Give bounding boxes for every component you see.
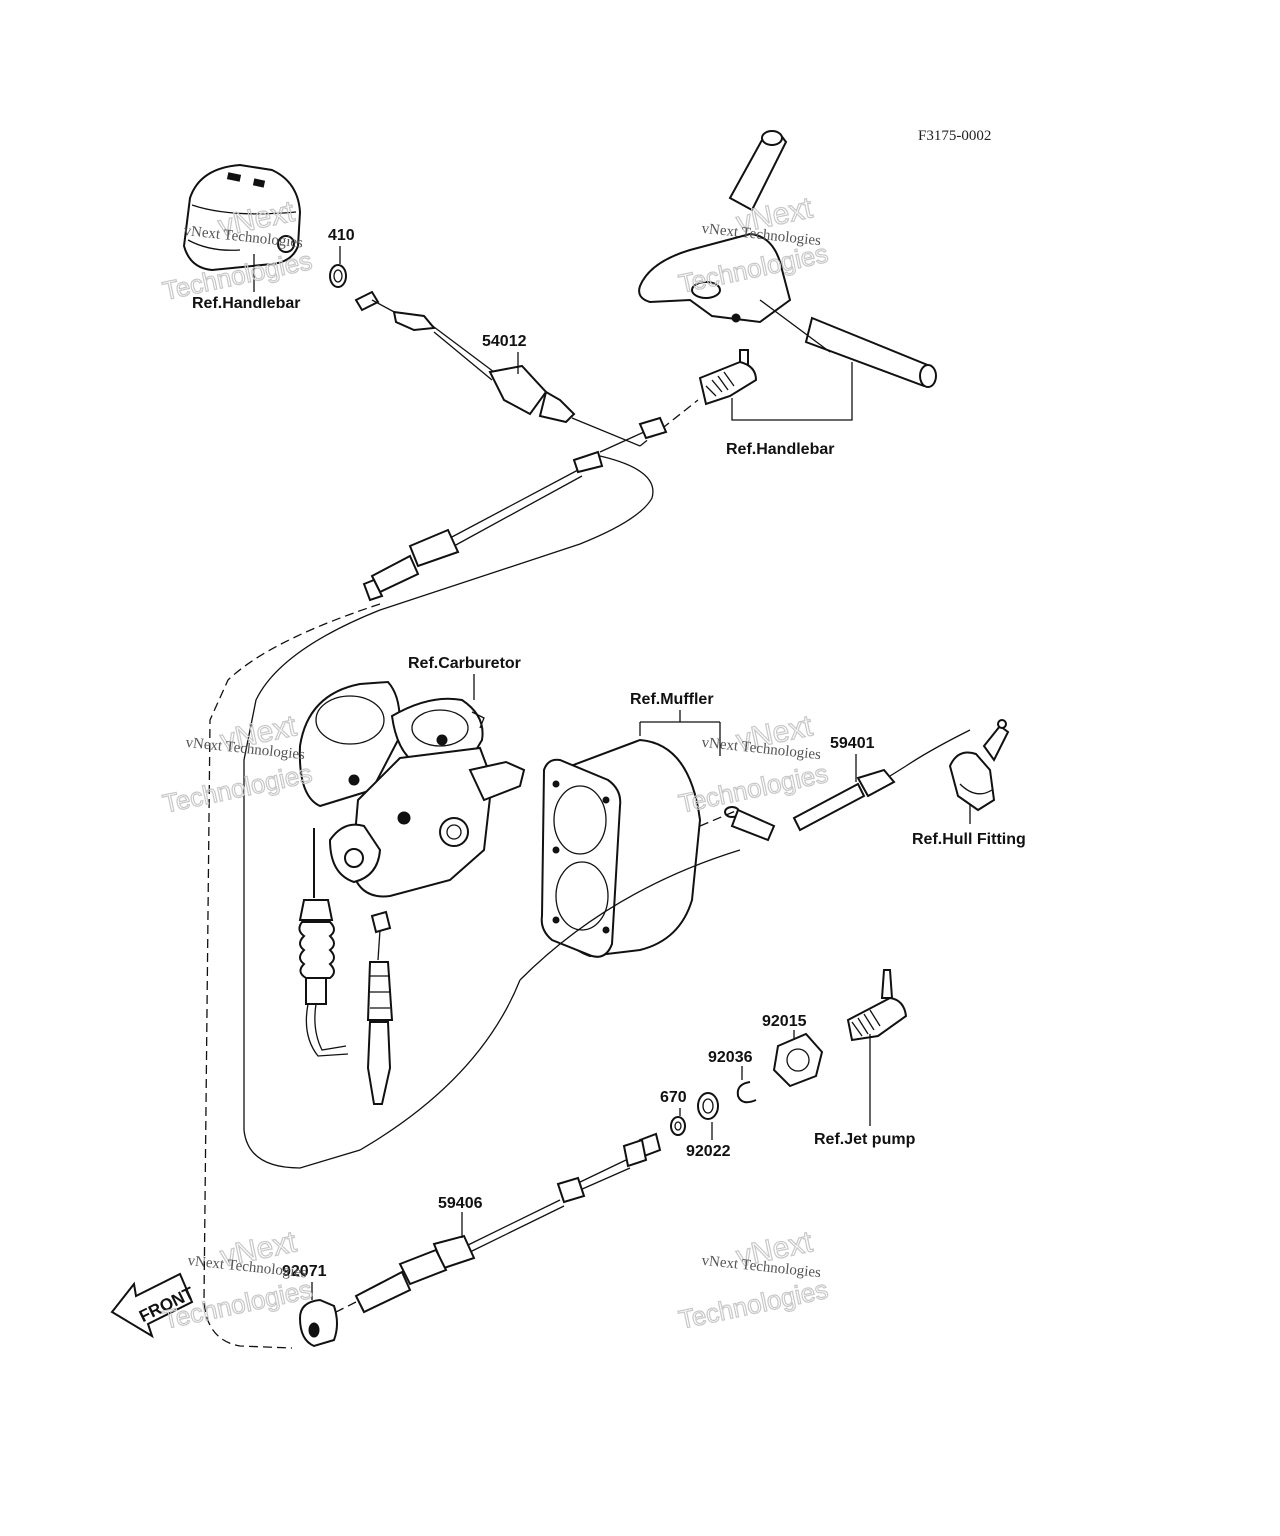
part-670-washer: [670, 1116, 686, 1136]
part-number-92071: 92071: [282, 1263, 327, 1280]
part-number-410: 410: [328, 227, 355, 244]
ref-jet-pump: Ref.Jet pump: [814, 1131, 916, 1148]
part-number-92036: 92036: [708, 1049, 753, 1066]
drawing-code: F3175-0002: [918, 128, 991, 144]
part-92071-grommet: [298, 1298, 338, 1348]
part-number-59406: 59406: [438, 1195, 483, 1212]
part-number-59401: 59401: [830, 735, 875, 752]
part-number-labels: 410 54012 59401 92015 92036 670 92022 59…: [282, 227, 875, 1280]
part-number-54012: 54012: [482, 333, 527, 350]
carburetor-cables: [298, 828, 394, 1105]
part-number-92022: 92022: [686, 1143, 731, 1160]
watermark-bottom-right: vNext Technologies vNext Technologies: [675, 1225, 831, 1336]
part-92022-washer: [697, 1092, 719, 1120]
hull-fitting: [948, 719, 1010, 812]
ref-handlebar-right: Ref.Handlebar: [726, 441, 834, 458]
handlebar-switch-housing: [182, 163, 347, 288]
svg-text:Technologies: Technologies: [160, 758, 315, 819]
reference-labels: Ref.Handlebar Ref.Handlebar Ref.Carburet…: [192, 295, 1026, 1148]
part-92036-clip: [736, 1081, 757, 1104]
part-410-washer: [329, 264, 347, 288]
ref-handlebar-left: Ref.Handlebar: [192, 295, 300, 312]
watermark-middle-right: vNext Technologies vNext Technologies: [675, 709, 831, 820]
ref-hull-fitting: Ref.Hull Fitting: [912, 831, 1026, 848]
ref-muffler: Ref.Muffler: [630, 691, 714, 708]
muffler-assembly: [540, 738, 702, 958]
part-54012-cable: [354, 290, 699, 447]
ref-carburetor: Ref.Carburetor: [408, 655, 521, 672]
handlebar-throttle-assembly: [638, 130, 937, 406]
jet-pump-fitting: [846, 969, 908, 1042]
watermark-middle-left: vNext Technologies vNext Technologies: [159, 709, 315, 820]
part-number-670: 670: [660, 1089, 687, 1106]
part-92015-nut: [772, 1032, 824, 1088]
carburetor-assembly: [298, 680, 526, 898]
part-59401-cable: [519, 729, 971, 981]
leader-lines: [253, 246, 971, 1300]
upper-control-cable: [203, 416, 668, 1349]
part-59406-cable: [327, 1132, 662, 1317]
part-number-92015: 92015: [762, 1013, 807, 1030]
svg-text:Technologies: Technologies: [676, 1274, 831, 1335]
